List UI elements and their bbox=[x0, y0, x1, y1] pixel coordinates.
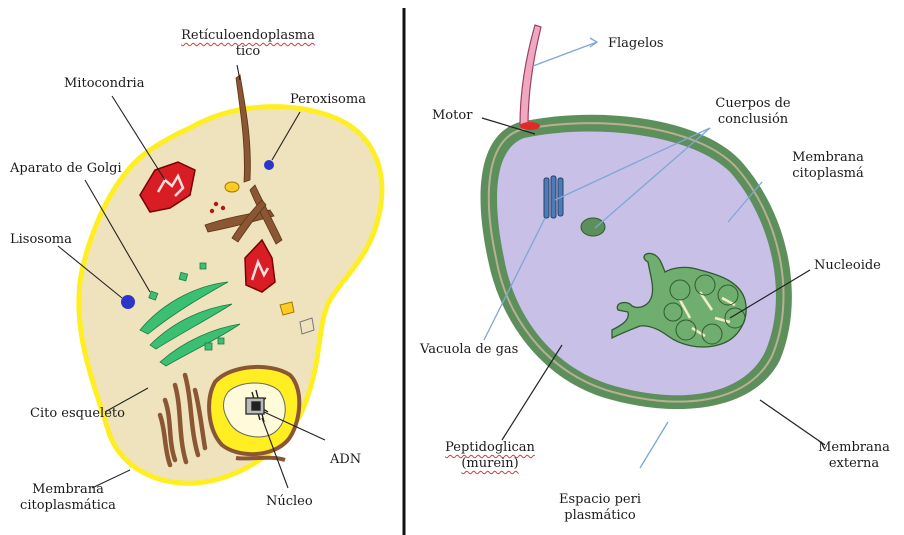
label-nucleoid: Nucleoide bbox=[814, 258, 881, 274]
label-peptido-line1: Peptidoglican bbox=[440, 440, 540, 456]
label-mem-cito-line1: Membrana bbox=[778, 150, 878, 166]
label-lysosome: Lisosoma bbox=[10, 232, 72, 248]
label-golgi: Aparato de Golgi bbox=[10, 161, 122, 177]
label-peptido-line2: (murein) bbox=[440, 456, 540, 472]
label-motor: Motor bbox=[432, 108, 472, 124]
label-mem-ext-line1: Membrana bbox=[814, 440, 894, 456]
label-er-line1: Retículoendoplasma bbox=[178, 28, 318, 44]
label-peptidoglycan: Peptidoglican (murein) bbox=[440, 440, 540, 472]
ribosome-dot bbox=[210, 209, 214, 213]
eukaryotic-cell bbox=[58, 65, 382, 488]
label-endoplasmic-reticulum: Retículoendoplasma tico bbox=[178, 28, 318, 60]
label-cytoskeleton: Cito esqueleto bbox=[30, 406, 125, 422]
label-mem-cito-line2: citoplasmá bbox=[778, 166, 878, 182]
nucleus bbox=[209, 367, 299, 460]
label-espacio-line1: Espacio peri bbox=[540, 492, 660, 508]
ribosome-dot bbox=[214, 202, 218, 206]
label-cytoplasmic-membrane-bacteria: Membrana citoplasmá bbox=[778, 150, 878, 182]
label-peroxisome: Peroxisoma bbox=[290, 92, 366, 108]
flagellar-motor bbox=[520, 122, 540, 130]
label-outer-membrane: Membrana externa bbox=[814, 440, 894, 472]
flagellum bbox=[520, 25, 541, 125]
peroxisome-organelle bbox=[264, 160, 274, 170]
label-espacio-line2: plasmático bbox=[540, 508, 660, 524]
label-mem-ext-line2: externa bbox=[814, 456, 894, 472]
label-nucleus: Núcleo bbox=[266, 494, 313, 510]
label-dna: ADN bbox=[330, 452, 361, 468]
ribosome-dot bbox=[221, 206, 225, 210]
label-inclusion-line2: conclusión bbox=[708, 112, 798, 128]
inclusion-body bbox=[581, 218, 605, 236]
label-flagella: Flagelos bbox=[608, 36, 664, 52]
label-cytoplasmic-membrane: Membrana citoplasmática bbox=[18, 482, 118, 514]
label-membrane-line2: citoplasmática bbox=[18, 498, 118, 514]
label-gas-vacuole: Vacuola de gas bbox=[420, 342, 518, 358]
label-periplasmic-space: Espacio peri plasmático bbox=[540, 492, 660, 524]
label-membrane-line1: Membrana bbox=[18, 482, 118, 498]
label-er-line2: tico bbox=[178, 44, 318, 60]
label-inclusion-bodies: Cuerpos de conclusión bbox=[708, 96, 798, 128]
label-mitochondria: Mitocondria bbox=[64, 76, 144, 92]
lysosome-organelle bbox=[121, 295, 135, 309]
prokaryotic-cell bbox=[480, 25, 825, 468]
label-inclusion-line1: Cuerpos de bbox=[708, 96, 798, 112]
vesicle bbox=[225, 182, 239, 192]
